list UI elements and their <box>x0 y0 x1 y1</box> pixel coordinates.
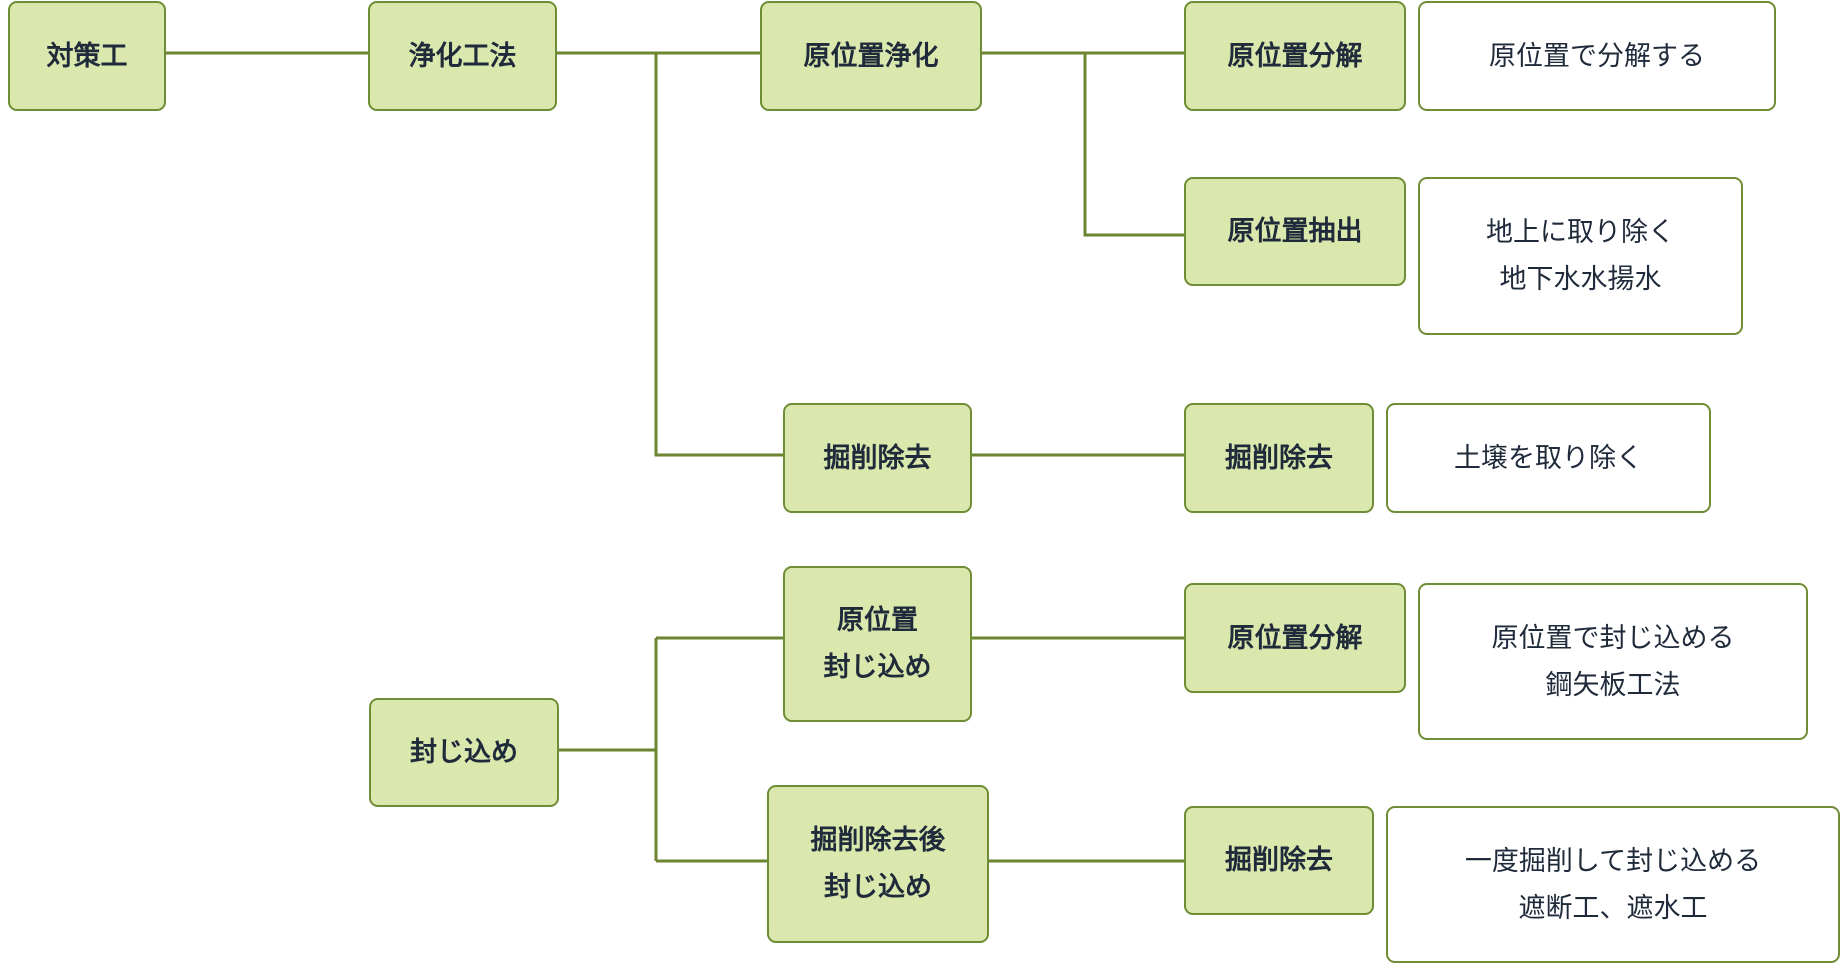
node-label: 対策工 <box>46 40 128 72</box>
node-label: 原位置分解 <box>1227 622 1363 654</box>
desc-label: 原位置で分解する <box>1489 40 1705 72</box>
node-line: 掘削除去後 <box>810 825 946 856</box>
node-label: 原位置抽出 <box>1227 216 1363 247</box>
node-label: 原位置浄化 <box>803 40 939 72</box>
node-insitu-decomp-1: 原位置分解 <box>1184 1 1406 111</box>
node-label: 原位置分解 <box>1227 40 1363 72</box>
desc-line: 地上に取り除く <box>1486 217 1675 248</box>
node-line: 原位置 <box>837 605 918 636</box>
node-excavate-right-2: 掘削除去 <box>1184 806 1374 915</box>
node-label: 封じ込め <box>410 737 518 768</box>
node-label: 掘削除去 <box>823 442 932 474</box>
desc-line: 遮断工、遮水工 <box>1518 892 1708 924</box>
node-post-excavate-contain: 掘削除去後封じ込め <box>767 785 989 943</box>
desc-line: 原位置で封じ込める <box>1491 622 1735 654</box>
node-line: 封じ込め <box>823 652 932 683</box>
node-line: 封じ込め <box>824 872 932 903</box>
desc-line: 地下水水揚水 <box>1499 264 1662 295</box>
node-insitu-contain: 原位置封じ込め <box>783 566 972 722</box>
desc-insitu-extract: 地上に取り除く地下水水揚水 <box>1418 177 1743 335</box>
connector-purify-branches <box>557 51 783 457</box>
node-contain: 封じ込め <box>369 698 559 807</box>
connector-contain-branches <box>559 636 783 863</box>
desc-line: 一度掘削して封じ込める <box>1464 845 1762 877</box>
desc-excavate: 土壌を取り除く <box>1386 403 1711 513</box>
node-root: 対策工 <box>8 1 166 111</box>
node-insitu-purify: 原位置浄化 <box>760 1 982 111</box>
desc-excavate-2: 一度掘削して封じ込める遮断工、遮水工 <box>1386 806 1840 963</box>
desc-insitu-decomp-2: 原位置で封じ込める鋼矢板工法 <box>1418 583 1808 740</box>
desc-line: 鋼矢板工法 <box>1545 669 1681 701</box>
node-label: 浄化工法 <box>408 40 517 72</box>
node-excavate-mid: 掘削除去 <box>783 403 972 513</box>
node-label: 掘削除去 <box>1225 442 1333 474</box>
node-purify: 浄化工法 <box>368 1 557 111</box>
node-insitu-extract: 原位置抽出 <box>1184 177 1406 286</box>
node-label: 掘削除去 <box>1225 845 1333 876</box>
desc-insitu-decomp-1: 原位置で分解する <box>1418 1 1776 111</box>
node-excavate-right: 掘削除去 <box>1184 403 1374 513</box>
node-insitu-decomp-2: 原位置分解 <box>1184 583 1406 693</box>
connector-insitu-branches <box>982 51 1184 237</box>
desc-label: 土壌を取り除く <box>1454 442 1643 474</box>
